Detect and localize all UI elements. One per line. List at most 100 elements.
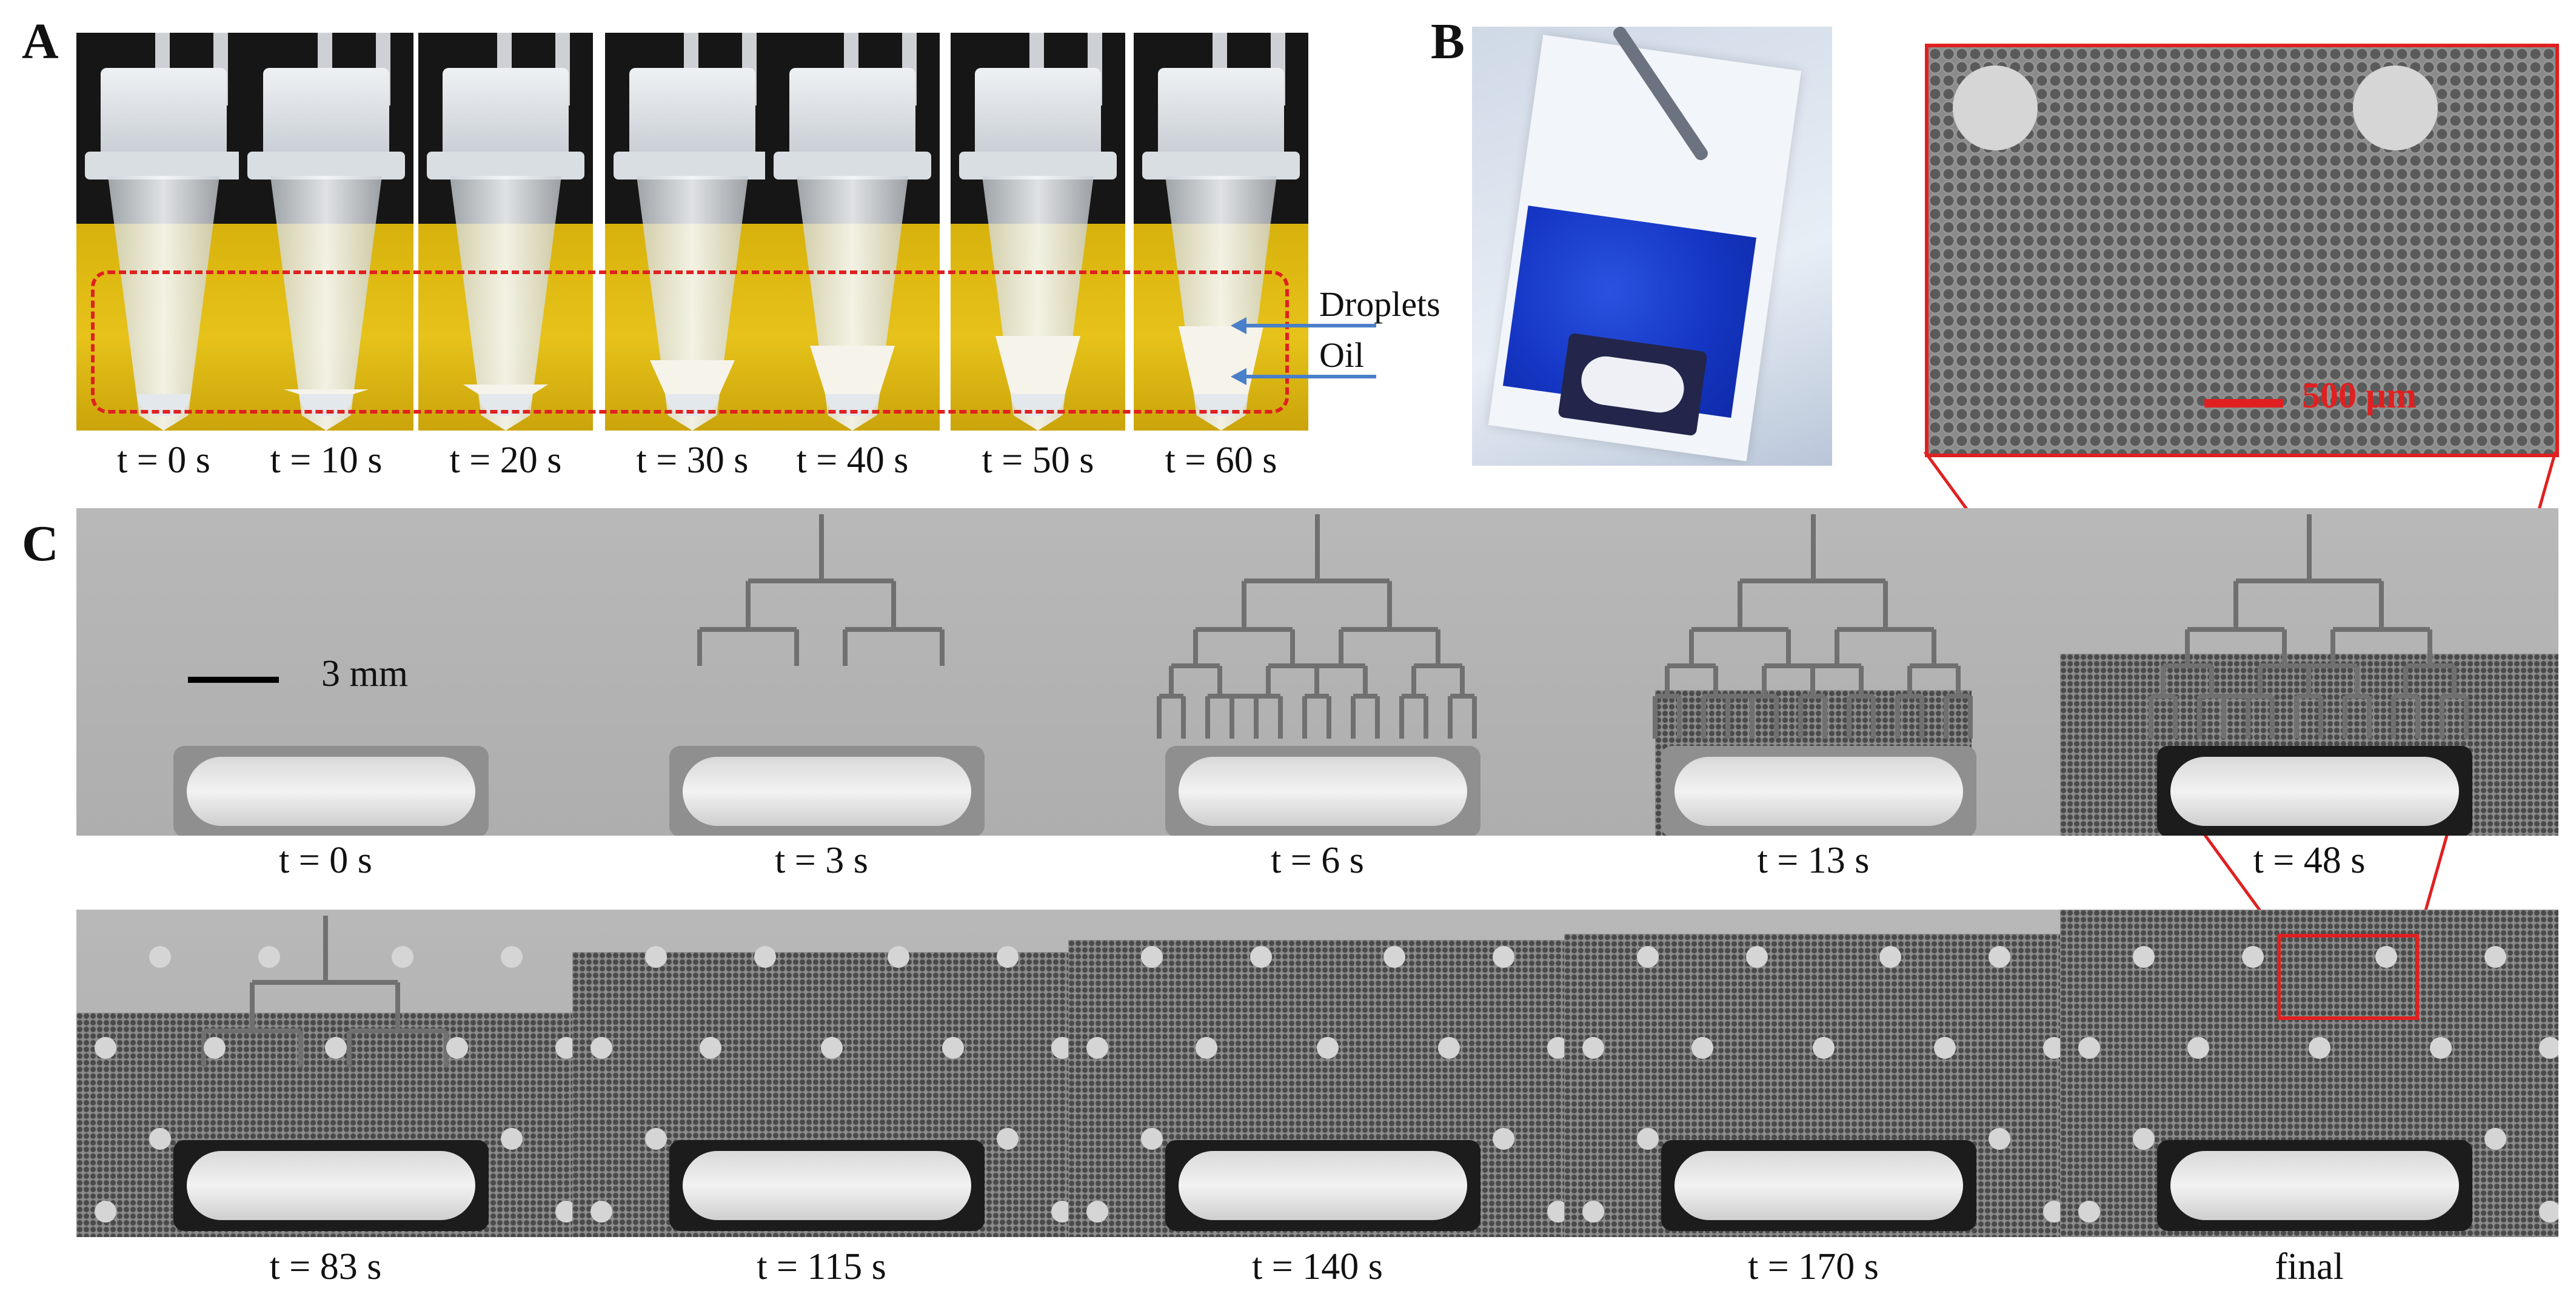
droplets-arrow-head bbox=[1231, 317, 1246, 334]
support-post bbox=[754, 946, 776, 968]
support-post bbox=[700, 1037, 721, 1059]
outlet-chamber bbox=[669, 1140, 985, 1231]
droplet-region-highlight bbox=[91, 270, 1289, 414]
support-post bbox=[1141, 946, 1163, 968]
support-post bbox=[2187, 1037, 2209, 1059]
support-post bbox=[997, 1128, 1019, 1150]
time-lapse-frame-6 bbox=[572, 910, 1071, 1237]
tube-time-label: t = 10 s bbox=[270, 440, 383, 481]
support-post bbox=[1051, 1037, 1071, 1059]
frame-time-label: t = 170 s bbox=[1748, 1246, 1879, 1287]
time-lapse-frame-8 bbox=[1564, 910, 2062, 1237]
support-post bbox=[1582, 1201, 1604, 1223]
droplets-arrow bbox=[1243, 324, 1376, 327]
support-post bbox=[258, 946, 280, 968]
zoom-region-box bbox=[2277, 934, 2419, 1020]
tube-time-label: t = 50 s bbox=[982, 440, 1094, 481]
support-post bbox=[2242, 946, 2264, 968]
support-post bbox=[1086, 1201, 1108, 1223]
support-post bbox=[446, 1037, 468, 1059]
support-post bbox=[2043, 1037, 2062, 1059]
droplet-layer bbox=[463, 384, 548, 394]
support-post bbox=[1250, 946, 1272, 968]
support-post bbox=[2078, 1037, 2100, 1059]
support-post bbox=[2043, 1201, 2062, 1223]
oil-label: Oil bbox=[1319, 335, 1365, 375]
droplet-monolayer-zoom: 500 μm bbox=[1925, 44, 2559, 457]
droplets-label: Droplets bbox=[1319, 284, 1440, 324]
support-post bbox=[95, 1201, 116, 1223]
droplet-layer bbox=[284, 389, 369, 394]
support-post bbox=[2133, 1128, 2155, 1150]
support-post bbox=[2539, 1037, 2558, 1059]
support-post bbox=[149, 946, 171, 968]
support-post bbox=[1989, 946, 2010, 968]
outlet-chamber bbox=[1165, 746, 1480, 836]
support-post bbox=[1051, 1201, 1071, 1223]
frame-time-label: t = 115 s bbox=[757, 1246, 886, 1287]
outlet-chamber bbox=[2157, 1140, 2472, 1231]
droplet-coverage bbox=[1564, 934, 2062, 1237]
panel-label-c: C bbox=[22, 515, 59, 572]
support-post bbox=[1989, 1128, 2010, 1150]
zoom-post-right bbox=[2353, 65, 2438, 150]
frame-time-label: t = 83 s bbox=[269, 1246, 382, 1287]
support-post bbox=[392, 946, 413, 968]
channel-tree bbox=[1157, 514, 1477, 739]
tube-photo-6 bbox=[1134, 33, 1308, 431]
time-lapse-frame-0 bbox=[76, 508, 575, 836]
support-post bbox=[2430, 1037, 2452, 1059]
support-post bbox=[821, 1037, 843, 1059]
frame-time-label: t = 0 s bbox=[279, 840, 372, 881]
support-post bbox=[590, 1037, 612, 1059]
tube-photo-5 bbox=[951, 33, 1125, 431]
support-post bbox=[1813, 1037, 1835, 1059]
droplet-layer bbox=[650, 360, 735, 394]
frame-time-label: t = 13 s bbox=[1757, 840, 1870, 881]
oil-arrow bbox=[1243, 375, 1376, 378]
support-post bbox=[1879, 946, 1901, 968]
support-post bbox=[942, 1037, 964, 1059]
panel-label-b: B bbox=[1431, 13, 1465, 70]
support-post bbox=[997, 946, 1019, 968]
support-post bbox=[590, 1201, 612, 1223]
outlet-chamber bbox=[1165, 1140, 1480, 1231]
outlet-chamber bbox=[1661, 746, 1976, 836]
tube-photo-2 bbox=[418, 33, 593, 431]
support-post bbox=[1547, 1201, 1567, 1223]
time-lapse-frame-4 bbox=[2060, 508, 2558, 836]
mm-scale-label: 3 mm bbox=[321, 653, 408, 694]
support-post bbox=[1637, 946, 1659, 968]
support-post bbox=[95, 1037, 116, 1059]
support-post bbox=[2375, 946, 2397, 968]
tube-time-label: t = 30 s bbox=[636, 440, 749, 481]
tube-time-label: t = 20 s bbox=[449, 440, 562, 481]
frame-time-label: t = 6 s bbox=[1271, 840, 1364, 881]
droplet-layer bbox=[995, 336, 1080, 394]
support-post bbox=[555, 1037, 575, 1059]
outlet-chamber bbox=[2157, 746, 2472, 836]
tube-time-label: t = 40 s bbox=[796, 440, 909, 481]
support-post bbox=[204, 1037, 226, 1059]
tube-photo-0 bbox=[76, 33, 251, 431]
support-post bbox=[149, 1128, 171, 1150]
support-post bbox=[555, 1201, 575, 1223]
frame-time-label: final bbox=[2275, 1246, 2344, 1287]
outlet-chamber bbox=[173, 746, 489, 836]
support-post bbox=[1582, 1037, 1604, 1059]
time-lapse-frame-7 bbox=[1068, 910, 1567, 1237]
tube-photo-4 bbox=[765, 33, 940, 431]
support-post bbox=[1493, 1128, 1514, 1150]
support-post bbox=[325, 1037, 347, 1059]
support-post bbox=[1637, 1128, 1659, 1150]
chip-photo bbox=[1472, 27, 1832, 466]
outlet-chamber bbox=[669, 746, 985, 836]
support-post bbox=[1547, 1037, 1567, 1059]
support-post bbox=[501, 946, 523, 968]
time-lapse-frame-5 bbox=[76, 910, 575, 1237]
tube-time-label: t = 60 s bbox=[1165, 440, 1277, 481]
support-post bbox=[1196, 1037, 1217, 1059]
zoom-scalebar bbox=[2204, 399, 2283, 408]
oil-arrow-head bbox=[1231, 368, 1246, 385]
tube-photo-1 bbox=[239, 33, 413, 431]
